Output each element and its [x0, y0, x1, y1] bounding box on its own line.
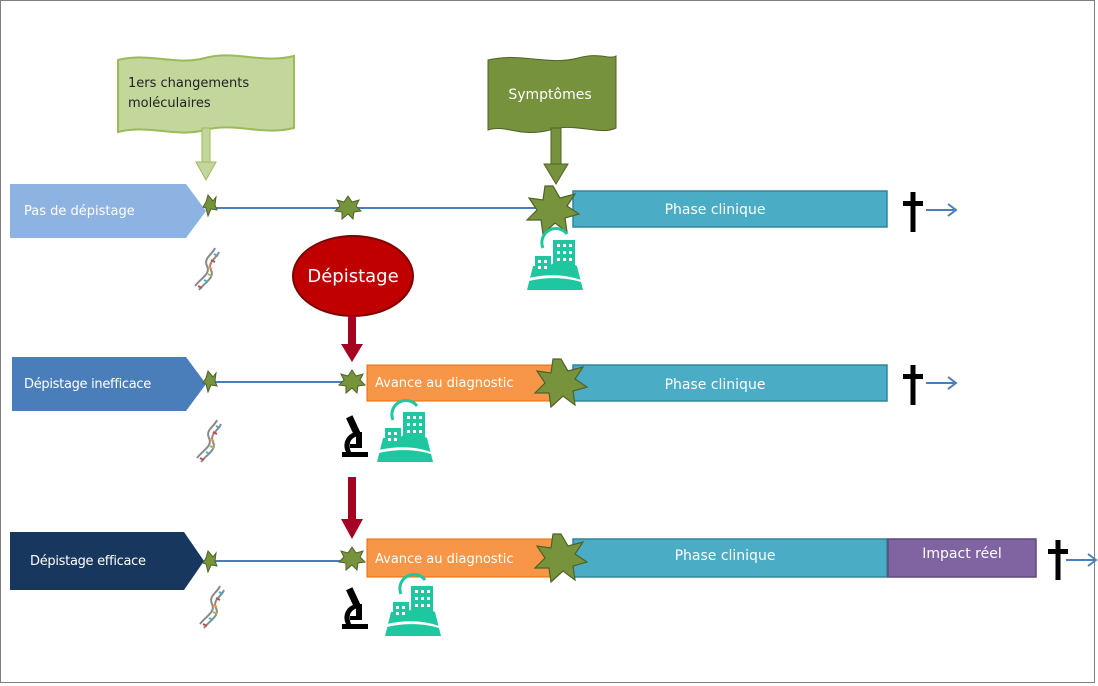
microscope-icon — [342, 415, 368, 457]
microscope-icon — [342, 587, 368, 629]
symptom-lesion-icon — [526, 185, 580, 235]
row-label-effective: Dépistage efficace — [30, 553, 146, 569]
row-label-ineffective-shape — [12, 357, 206, 411]
symptoms-flag — [487, 55, 617, 185]
row-label-no-screening-shape — [10, 184, 206, 238]
clinical-phase-bar-row1 — [572, 190, 888, 228]
lead-time-label-row2: Avance au diagnostic — [375, 375, 514, 391]
lead-time-bar-row3 — [366, 538, 554, 578]
dna-icon — [194, 247, 220, 291]
row-label-no-screening: Pas de dépistage — [24, 203, 135, 219]
arrow-right-icon — [1065, 553, 1097, 567]
dna-icon — [196, 419, 222, 463]
screening-label: Dépistage — [307, 265, 399, 287]
cross-icon — [1048, 540, 1068, 580]
cross-icon — [903, 192, 923, 232]
dna-icon — [199, 585, 225, 629]
molecular-changes-flag — [117, 54, 295, 182]
clinical-phase-bar-row2 — [572, 364, 888, 402]
screening-arrow-down-2 — [341, 477, 363, 539]
clinical-phase-label-row3: Phase clinique — [674, 548, 776, 564]
lead-time-bar-row2 — [366, 364, 554, 402]
real-impact-label: Impact réel — [922, 546, 1002, 562]
lesion-icon — [334, 195, 362, 220]
lead-time-label-row3: Avance au diagnostic — [375, 551, 514, 567]
clinical-phase-bar-row3 — [572, 538, 888, 578]
lesion-icon — [338, 369, 366, 394]
arrow-right-icon — [925, 203, 957, 217]
hospital-icon — [375, 398, 435, 464]
clinical-phase-label-row1: Phase clinique — [664, 202, 766, 218]
molecular-changes-label: 1ers changements moléculaires — [128, 76, 250, 111]
lesion-icon — [202, 370, 218, 393]
hospital-icon — [383, 572, 443, 638]
row-label-effective-shape — [10, 532, 204, 590]
hospital-icon — [525, 226, 585, 292]
cross-icon — [903, 365, 923, 405]
row-label-ineffective: Dépistage inefficace — [24, 376, 151, 392]
lesion-icon — [202, 194, 218, 217]
real-impact-bar — [887, 538, 1037, 578]
lesion-icon — [202, 550, 218, 573]
lesion-icon — [338, 546, 366, 571]
arrow-right-icon — [925, 376, 957, 390]
symptoms-label: Symptômes — [508, 87, 592, 103]
screening-arrow-down — [341, 316, 363, 362]
clinical-phase-label-row2: Phase clinique — [664, 377, 766, 393]
